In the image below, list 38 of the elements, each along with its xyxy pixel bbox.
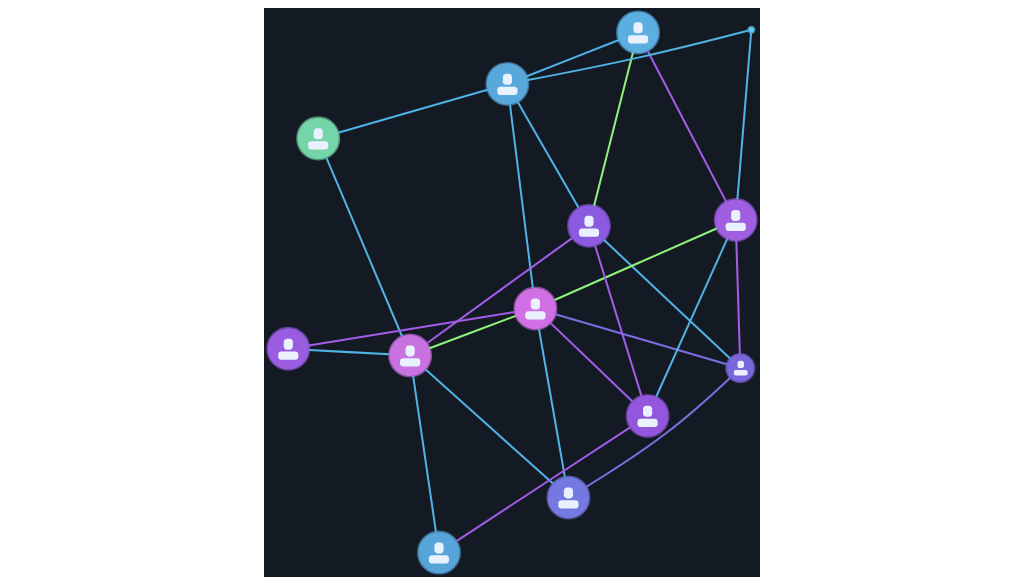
connector xyxy=(555,313,728,366)
node-person xyxy=(725,353,756,384)
connector xyxy=(594,245,643,397)
connector xyxy=(509,104,534,288)
connector xyxy=(308,310,515,347)
node-person xyxy=(713,198,758,243)
connector xyxy=(325,157,403,337)
connector xyxy=(585,376,731,488)
connector xyxy=(554,227,717,301)
node-person xyxy=(567,203,611,248)
connector xyxy=(735,240,741,355)
connector xyxy=(426,237,573,345)
connector xyxy=(593,52,634,206)
node-person xyxy=(616,10,661,55)
node-person xyxy=(485,61,530,106)
connector xyxy=(309,348,390,356)
node-person xyxy=(513,286,558,331)
node-circle xyxy=(747,25,756,34)
connector xyxy=(429,314,517,350)
connector xyxy=(516,101,580,209)
node-person xyxy=(546,475,591,520)
connector xyxy=(527,29,749,82)
connector xyxy=(646,50,727,203)
connector xyxy=(425,368,554,485)
node-person xyxy=(296,116,341,161)
node-person xyxy=(625,393,670,438)
node-person xyxy=(416,530,461,575)
connector xyxy=(549,322,634,403)
node-person xyxy=(388,333,433,378)
connector xyxy=(736,32,753,200)
connector xyxy=(412,376,437,533)
connector xyxy=(337,88,488,134)
connector xyxy=(455,426,631,542)
node-person xyxy=(266,326,311,371)
connector xyxy=(603,239,731,360)
connector xyxy=(538,328,566,478)
connector xyxy=(526,39,620,78)
connector xyxy=(655,238,729,398)
